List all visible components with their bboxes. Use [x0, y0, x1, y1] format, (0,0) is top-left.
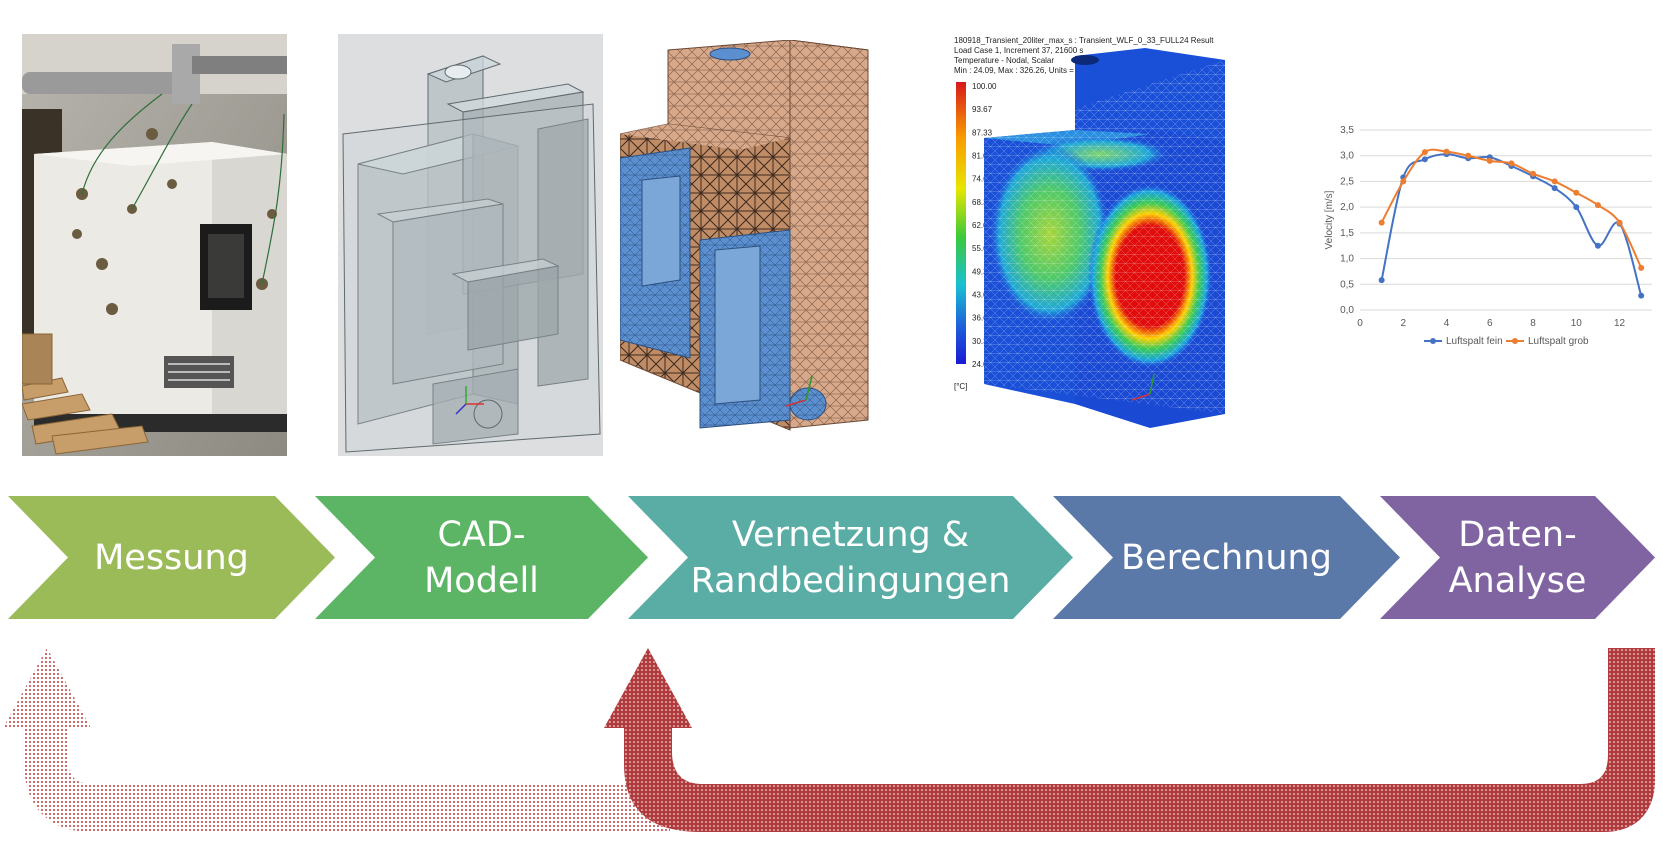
data-point [1530, 170, 1537, 177]
data-point [1638, 292, 1645, 299]
data-point [1638, 264, 1645, 271]
measurement-photo [22, 34, 287, 456]
mesh-model-image [620, 40, 940, 460]
y-tick-label: 0,0 [1340, 305, 1354, 316]
process-step-3 [628, 496, 1073, 619]
data-point [1443, 148, 1450, 155]
fea-header-line: Min : 24.09, Max : 326.26, Units = °C [954, 66, 1085, 75]
process-step-4 [1053, 496, 1400, 619]
data-point [1421, 156, 1428, 163]
data-point [1616, 219, 1623, 226]
data-point [1378, 277, 1385, 284]
x-tick-label: 8 [1530, 318, 1536, 329]
y-tick-label: 3,0 [1340, 151, 1354, 162]
legend-value: 36.67 [972, 314, 993, 323]
fea-model [984, 48, 1225, 428]
x-tick-label: 0 [1357, 318, 1363, 329]
legend-value: 100.00 [972, 82, 997, 91]
y-tick-label: 1,0 [1340, 254, 1354, 265]
data-point [1400, 178, 1407, 185]
data-point [1594, 242, 1601, 249]
process-step-label: Berechnung [1121, 537, 1332, 578]
y-axis-label: Velocity [m/s] [1324, 190, 1335, 249]
y-tick-label: 2,5 [1340, 176, 1354, 187]
legend-value: 24.00 [972, 360, 993, 369]
legend-value: 68.33 [972, 198, 993, 207]
fea-header-line: Temperature - Nodal, Scalar [954, 56, 1054, 65]
data-point [1594, 202, 1601, 209]
legend-value: 30.33 [972, 337, 993, 346]
legend-marker [1512, 338, 1518, 344]
cad-model-image [338, 34, 603, 456]
legend-value: 55.67 [972, 244, 993, 253]
process-step-label: CAD- Modell [424, 514, 539, 601]
process-step-label: Messung [94, 537, 249, 578]
data-point [1551, 185, 1558, 192]
process-step-5 [1380, 496, 1655, 619]
process-step-1 [8, 496, 335, 619]
legend-value: 87.33 [972, 128, 993, 137]
data-point [1465, 152, 1472, 159]
y-tick-label: 2,0 [1340, 202, 1354, 213]
legend-value: 74.67 [972, 175, 993, 184]
feedback-arrow-to-vernetzung [604, 648, 1655, 832]
legend-value: 93.67 [972, 105, 993, 114]
y-tick-label: 1,5 [1340, 228, 1354, 239]
x-tick-label: 6 [1487, 318, 1493, 329]
process-step-label: Vernetzung & Randbedingungen [690, 514, 1011, 601]
x-tick-label: 12 [1614, 318, 1626, 329]
x-tick-label: 4 [1444, 318, 1450, 329]
temperature-legend: 100.00 93.67 87.33 81.00 74.67 68.33 62.00 55.6… [972, 82, 997, 369]
data-point [1486, 157, 1493, 164]
y-tick-label: 3,5 [1340, 125, 1354, 136]
legend-value: 43.00 [972, 291, 993, 300]
temperature-unit: [°C] [954, 382, 967, 391]
data-point [1573, 204, 1580, 211]
fea-result-image: 180918_Transient_20liter_max_s : Transie… [950, 34, 1320, 460]
process-step-label: Daten- Analyse [1448, 514, 1587, 601]
legend-value: 49.33 [972, 267, 993, 276]
data-point [1378, 219, 1385, 226]
legend-value: 81.00 [972, 152, 993, 161]
velocity-chart: 0,0 0,5 1,0 1,5 2,0 2,5 3,0 3,5 0 2 4 6 8 10 12 Velocit… [1320, 116, 1660, 366]
legend-marker [1430, 338, 1436, 344]
legend-label: Luftspalt grob [1528, 336, 1589, 347]
temperature-colorbar [956, 82, 966, 364]
fea-header-line: 180918_Transient_20liter_max_s : Transie… [954, 36, 1214, 45]
y-tick-label: 0,5 [1340, 279, 1354, 290]
data-point [1551, 178, 1558, 185]
feedback-arrow-to-messung [3, 648, 670, 832]
data-point [1508, 160, 1515, 167]
fea-header-text: 180918_Transient_20liter_max_s : Transie… [954, 36, 1214, 75]
fea-header-line: Load Case 1, Increment 37, 21600 s [954, 46, 1083, 55]
x-tick-label: 10 [1571, 318, 1583, 329]
legend-label: Luftspalt fein [1446, 336, 1503, 347]
data-point [1421, 149, 1428, 156]
data-point [1573, 189, 1580, 196]
x-tick-label: 2 [1400, 318, 1406, 329]
process-step-2 [315, 496, 648, 619]
legend-value: 62.00 [972, 221, 993, 230]
